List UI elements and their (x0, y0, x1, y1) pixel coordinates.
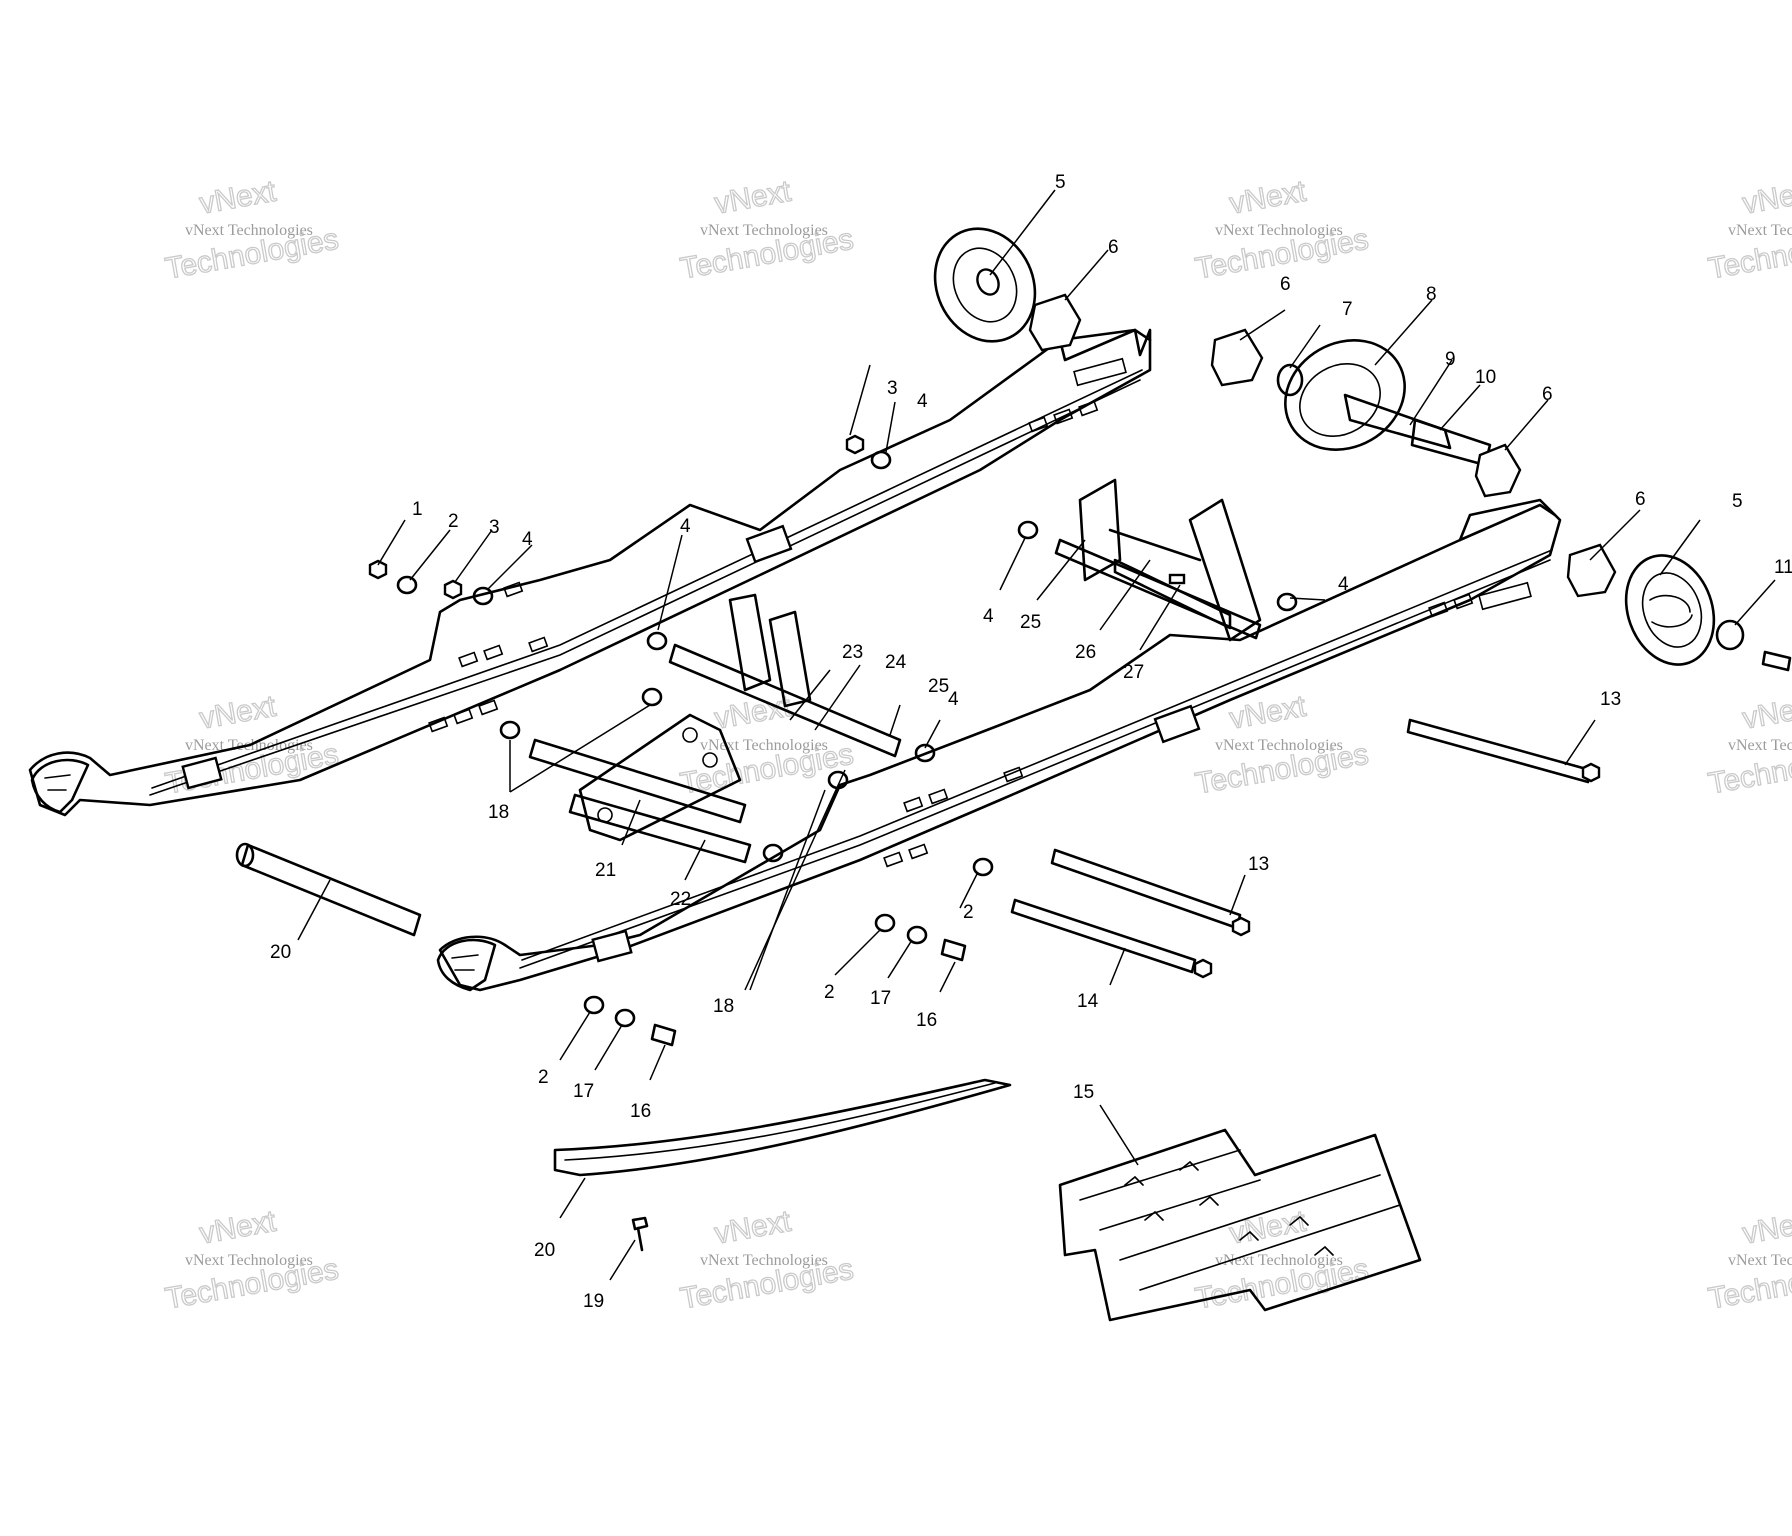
callout-24: 23 (842, 642, 863, 663)
callout-26: 25 (1020, 612, 1041, 633)
bearing-holder (1028, 293, 1617, 598)
callout-10: 10 (1475, 367, 1496, 388)
svg-text:vNext Technologies: vNext Technologies (1215, 737, 1343, 754)
right-rail (436, 498, 1562, 992)
svg-text:vNext Technologies: vNext Technologies (185, 222, 313, 239)
watermark: vNext vNext Technologies Technologies (162, 1204, 341, 1316)
callout-6: 6 (1108, 237, 1119, 258)
callout-9: 9 (1445, 349, 1456, 370)
callout-18: 18 (488, 802, 509, 823)
svg-text:vNext: vNext (1740, 1205, 1792, 1251)
watermark: vNext vNext Technologies Technologies (1705, 174, 1792, 286)
wear-strip (553, 1078, 1012, 1177)
callout-16: 16 (630, 1101, 651, 1122)
callout-13: 13 (1600, 689, 1621, 710)
callout-13: 13 (1248, 854, 1269, 875)
callout-17: 17 (870, 988, 891, 1009)
callout-23: 22 (670, 889, 691, 910)
idler-wheel-middle (1284, 339, 1492, 467)
watermark: vNext vNext Technologies Technologies (1192, 1204, 1371, 1316)
callout-6: 6 (1280, 274, 1291, 295)
callout-25: 24 (885, 652, 907, 673)
svg-text:vNext Technologies: vNext Technologies (1728, 1252, 1792, 1269)
callout-1: 1 (412, 499, 423, 520)
callout-4: 4 (680, 516, 691, 537)
svg-text:vNext Technologies: vNext Technologies (1728, 222, 1792, 239)
watermark: vNext vNext Technologies Technologies (677, 174, 856, 286)
fasteners (368, 434, 1792, 1252)
callout-6: 6 (1635, 489, 1646, 510)
svg-text:vNext: vNext (1227, 175, 1309, 221)
callout-14: 14 (1077, 991, 1099, 1012)
callout-2: 2 (448, 511, 459, 532)
callout-17: 17 (573, 1081, 594, 1102)
svg-text:vNext Technologies: vNext Technologies (1728, 737, 1792, 754)
callout-19: 19 (583, 1291, 604, 1312)
svg-text:vNext: vNext (197, 1205, 279, 1251)
callout-3: 3 (489, 517, 500, 538)
callout-11: 11 (1774, 557, 1792, 578)
idler-wheel-right (1624, 554, 1716, 666)
watermark: vNext vNext Technologies Technologies (677, 1204, 856, 1316)
callout-5: 5 (1055, 172, 1066, 193)
callout-20: 20 (534, 1240, 555, 1261)
svg-text:vNext Technologies: vNext Technologies (1215, 222, 1343, 239)
svg-text:vNext Technologies: vNext Technologies (700, 737, 828, 754)
callout-15: 15 (1073, 1082, 1094, 1103)
callout-2: 2 (963, 902, 974, 923)
callout-8: 8 (1426, 284, 1437, 305)
callout-6: 6 (1542, 384, 1553, 405)
callout-labels: 1 2 3 4 4 3 4 5 6 6 7 8 9 10 6 6 5 11 4 … (270, 172, 1792, 1312)
watermark: vNext vNext Technologies Technologies (1192, 689, 1371, 801)
svg-text:vNext Technologies: vNext Technologies (700, 222, 828, 239)
track-section (1058, 1128, 1422, 1322)
callout-2: 2 (538, 1067, 549, 1088)
svg-text:vNext: vNext (712, 175, 794, 221)
svg-text:vNext Technologies: vNext Technologies (700, 1252, 828, 1269)
idler-wheel-upper-left (933, 227, 1037, 343)
callout-4: 4 (1338, 574, 1349, 595)
watermark: vNext vNext Technologies Technologies (1192, 174, 1371, 286)
svg-text:vNext: vNext (1740, 175, 1792, 221)
callout-28: 27 (1123, 662, 1144, 683)
svg-text:vNext: vNext (1740, 690, 1792, 736)
callout-5: 5 (1732, 491, 1743, 512)
left-rail (28, 328, 1152, 817)
callout-7: 7 (1342, 299, 1353, 320)
callout-16: 16 (916, 1010, 937, 1031)
callout-2: 2 (824, 982, 835, 1003)
watermark-layer: vNext vNext Technologies Technologies vN… (162, 174, 1792, 1316)
scissor-arm (578, 593, 812, 842)
leader-lines (297, 189, 1776, 1281)
svg-text:vNext: vNext (197, 175, 279, 221)
callout-4: 4 (983, 606, 994, 627)
callout-4: 4 (948, 689, 959, 710)
callout-4: 4 (917, 391, 928, 412)
callout-18: 18 (713, 996, 734, 1017)
svg-text:vNext: vNext (712, 1205, 794, 1251)
callout-21: 20 (270, 942, 291, 963)
front-frame (1078, 478, 1262, 642)
svg-text:vNext Technologies: vNext Technologies (185, 1252, 313, 1269)
watermark: vNext vNext Technologies Technologies (162, 174, 341, 286)
callout-3: 3 (887, 378, 898, 399)
callout-4: 4 (522, 529, 533, 550)
callout-27: 26 (1075, 642, 1096, 663)
spacer-ring (1276, 363, 1304, 397)
watermark: vNext vNext Technologies Technologies (1705, 689, 1792, 801)
shafts (235, 538, 1592, 974)
svg-text:vNext Technologies: vNext Technologies (1215, 1252, 1343, 1269)
svg-text:vNext: vNext (197, 690, 279, 736)
callout-22: 21 (595, 860, 616, 881)
callout-26: 25 (928, 676, 949, 697)
watermark: vNext vNext Technologies Technologies (1705, 1204, 1792, 1316)
